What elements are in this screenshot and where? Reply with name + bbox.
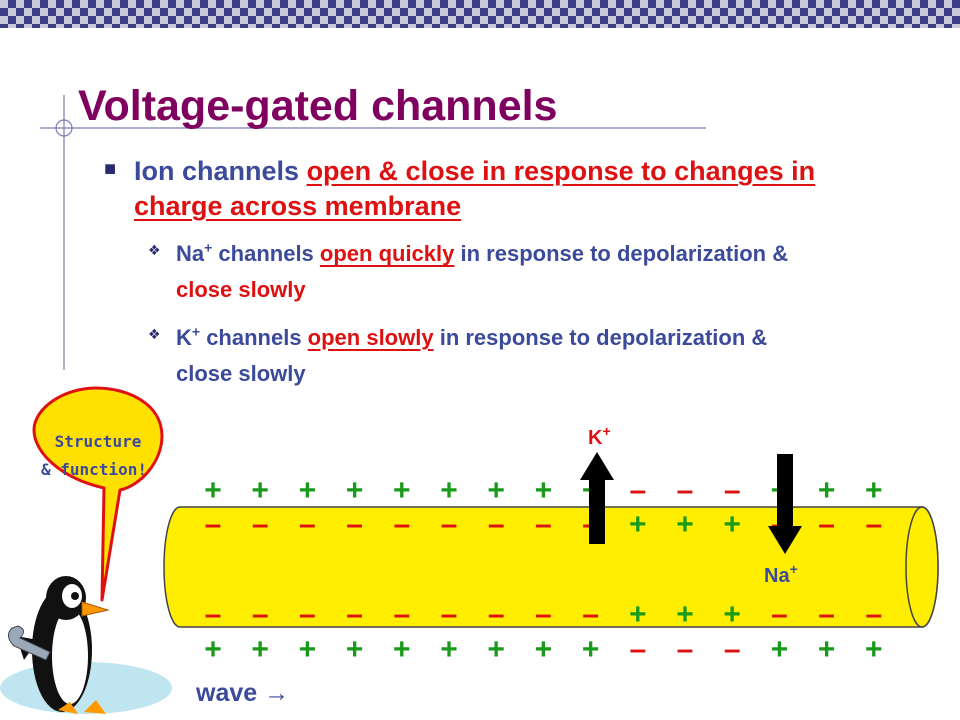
k-arrow-head xyxy=(580,452,614,480)
charge-symbol-outer-bottom: + xyxy=(818,633,836,666)
charge-symbol-inner-top: – xyxy=(205,508,222,541)
charge-symbol-outer-bottom: + xyxy=(440,633,458,666)
na-text-2: in response to depolarization & xyxy=(454,241,789,267)
charge-symbol-inner-bottom: – xyxy=(441,598,458,631)
charge-symbol-outer-top: – xyxy=(677,474,694,507)
charge-symbol-inner-top: – xyxy=(393,508,410,541)
na-charge: + xyxy=(204,239,213,256)
charge-symbol-inner-bottom: – xyxy=(818,598,835,631)
charge-symbol-inner-top: – xyxy=(252,508,269,541)
slide-title: Voltage-gated channels xyxy=(78,82,558,130)
charge-symbol-inner-bottom: + xyxy=(676,598,694,631)
charge-symbol-outer-bottom: + xyxy=(251,633,269,666)
charge-symbol-outer-top: – xyxy=(629,474,646,507)
charge-symbol-inner-bottom: – xyxy=(346,598,363,631)
callout-bubble: Structure & function! xyxy=(32,386,164,602)
charge-symbol-inner-top: – xyxy=(346,508,363,541)
charge-symbol-outer-top: + xyxy=(440,474,458,507)
charge-symbol-inner-top: – xyxy=(535,508,552,541)
charge-symbol-inner-top: – xyxy=(865,508,882,541)
bullet-square-icon: ■ xyxy=(104,158,117,180)
charge-symbol-outer-top: + xyxy=(487,474,505,507)
k-ion: K xyxy=(176,324,192,350)
na-ion-label: Na+ xyxy=(764,561,798,587)
cylinder-end-cap xyxy=(905,506,939,628)
charge-symbol-outer-bottom: + xyxy=(535,633,553,666)
charge-symbol-outer-top: + xyxy=(818,474,836,507)
charge-symbol-inner-bottom: + xyxy=(723,598,741,631)
na-arrow-head xyxy=(768,526,802,554)
charge-symbol-inner-bottom: – xyxy=(252,598,269,631)
charge-symbol-inner-bottom: – xyxy=(865,598,882,631)
na-ion: Na xyxy=(176,241,205,267)
bullet-highlight: open & close in response to changes in c… xyxy=(134,156,816,222)
charge-symbol-inner-top: + xyxy=(629,508,647,541)
charge-symbol-outer-bottom: + xyxy=(393,633,411,666)
charge-symbol-outer-top: + xyxy=(865,474,883,507)
penguin-icon xyxy=(0,576,172,714)
charge-symbol-outer-bottom: + xyxy=(299,633,317,666)
bullet-list: ■ Ion channels open & close in response … xyxy=(104,154,824,392)
charge-symbol-inner-bottom: – xyxy=(393,598,410,631)
charge-symbol-outer-bottom: + xyxy=(582,633,600,666)
axon-cylinder xyxy=(163,506,939,628)
decorative-checker-band xyxy=(0,0,960,32)
callout-text-line-2: & function! xyxy=(41,460,147,479)
callout-text-line-1: Structure xyxy=(55,432,142,451)
charge-symbol-outer-top: + xyxy=(346,474,364,507)
charge-symbol-inner-top: + xyxy=(723,508,741,541)
charge-symbol-inner-bottom: – xyxy=(299,598,316,631)
diamond-bullet-icon: ❖ xyxy=(148,242,161,259)
right-arrow-icon: → xyxy=(264,679,290,707)
charge-symbol-outer-top: + xyxy=(204,474,222,507)
charge-symbol-outer-top: + xyxy=(535,474,553,507)
na-arrow-shaft xyxy=(777,454,793,528)
na-close-slowly: close slowly xyxy=(176,277,306,303)
charge-symbol-inner-bottom: – xyxy=(488,598,505,631)
charge-symbol-outer-top: – xyxy=(724,474,741,507)
charge-symbol-outer-top: + xyxy=(299,474,317,507)
bullet-lead: Ion channels xyxy=(134,156,300,186)
wave-text: wave xyxy=(196,679,258,707)
charge-symbol-outer-bottom: – xyxy=(724,633,741,666)
charge-symbol-inner-top: – xyxy=(488,508,505,541)
charge-symbol-inner-bottom: – xyxy=(582,598,599,631)
bullet-ion-channels: ■ Ion channels open & close in response … xyxy=(104,154,824,224)
charge-symbol-inner-top: – xyxy=(441,508,458,541)
charge-symbol-inner-bottom: + xyxy=(629,598,647,631)
diamond-bullet-icon: ❖ xyxy=(148,325,161,342)
charge-symbol-outer-bottom: + xyxy=(487,633,505,666)
charge-symbol-inner-top: – xyxy=(299,508,316,541)
charge-symbol-outer-bottom: – xyxy=(677,633,694,666)
k-text-1: channels xyxy=(200,324,308,350)
k-open-slowly: open slowly xyxy=(307,324,434,350)
sub-bullet-na: ❖ Na+ channels open quickly in response … xyxy=(104,236,824,308)
charge-symbol-outer-bottom: + xyxy=(346,633,364,666)
charge-symbol-inner-top: – xyxy=(818,508,835,541)
k-charge: + xyxy=(191,323,201,340)
charge-symbol-inner-top: + xyxy=(676,508,694,541)
charge-symbol-inner-bottom: – xyxy=(205,598,222,631)
charge-symbol-outer-bottom: + xyxy=(204,633,222,666)
na-open-quickly: open quickly xyxy=(319,241,455,267)
charge-symbol-outer-top: + xyxy=(251,474,269,507)
k-ion-label: K+ xyxy=(588,423,611,449)
charge-symbol-outer-bottom: + xyxy=(771,633,789,666)
charge-symbol-outer-top: + xyxy=(393,474,411,507)
charge-symbol-outer-bottom: – xyxy=(629,633,646,666)
charge-rows: +++++++++–––+++–––––––––+++––––––––––––+… xyxy=(204,474,882,666)
na-text-1: channels xyxy=(212,241,320,267)
charge-symbol-inner-bottom: – xyxy=(535,598,552,631)
wave-label: wave → xyxy=(196,679,289,708)
charge-symbol-inner-bottom: – xyxy=(771,598,788,631)
k-arrow-shaft xyxy=(589,478,605,544)
ion-arrows xyxy=(580,452,802,554)
charge-symbol-outer-bottom: + xyxy=(865,633,883,666)
sub-bullet-k: ❖ K+ channels open slowly in response to… xyxy=(104,320,824,392)
k-text-2: in response to depolarization & close sl… xyxy=(176,324,768,386)
